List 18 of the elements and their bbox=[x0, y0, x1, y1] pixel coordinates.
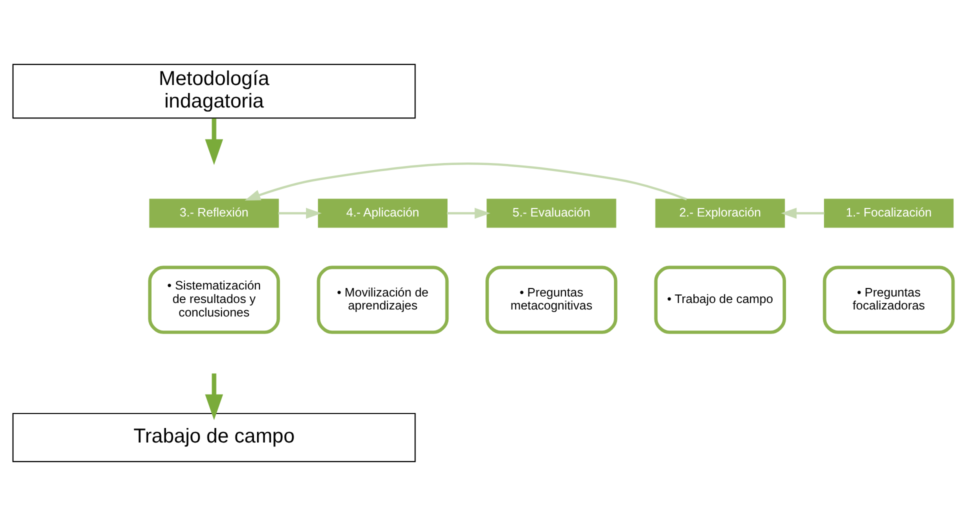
arrow bbox=[205, 118, 224, 164]
node-box: 3.- Reflexión bbox=[149, 198, 279, 228]
arrow bbox=[244, 162, 688, 200]
arrow bbox=[205, 372, 224, 420]
node-box: 4.- Aplicación bbox=[318, 198, 448, 228]
arrow bbox=[446, 207, 490, 218]
node-box: • Sistematización de resultados y conclusiones bbox=[148, 265, 280, 334]
node-box: • Preguntas metacognitivas bbox=[486, 265, 618, 334]
node-box: Trabajo de campo bbox=[12, 412, 416, 462]
node-box: Metodología indagatoria bbox=[12, 63, 416, 118]
arrow bbox=[780, 207, 824, 218]
node-box: 5.- Evaluación bbox=[486, 198, 616, 228]
node-box: 2.- Exploración bbox=[655, 198, 785, 228]
node-box: 1.- Focalización bbox=[824, 198, 954, 228]
arrow bbox=[278, 207, 322, 218]
node-box: • Preguntas focalizadoras bbox=[822, 265, 955, 334]
node-box: • Movilización de aprendizajes bbox=[316, 265, 449, 334]
node-box: • Trabajo de campo bbox=[654, 265, 786, 334]
